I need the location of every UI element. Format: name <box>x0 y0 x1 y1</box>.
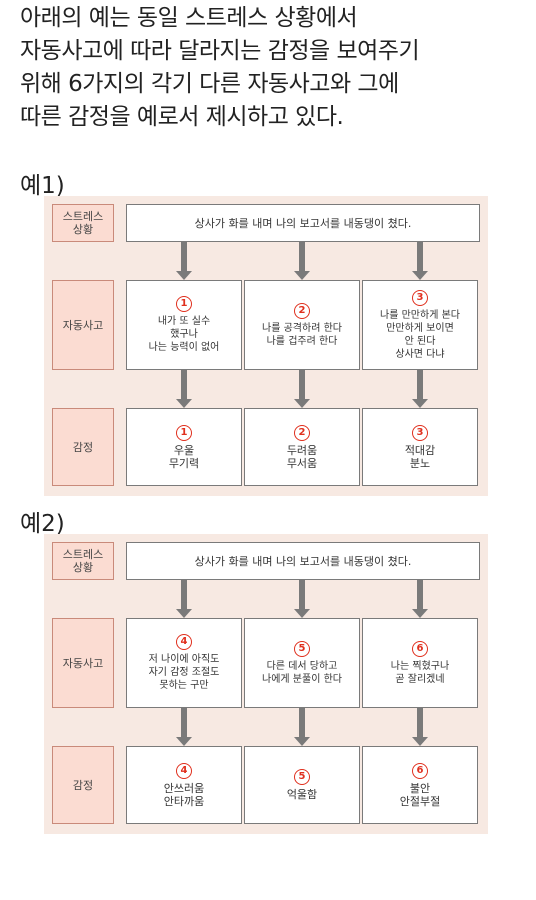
row-label-emotion: 감정 <box>52 746 114 824</box>
row-label-emotion: 감정 <box>52 408 114 486</box>
row-label-line: 상황 <box>72 223 94 236</box>
thought-line: 나에게 분풀이 한다 <box>262 673 342 685</box>
row-label-line: 감정 <box>72 778 94 792</box>
down-arrow-icon <box>176 580 192 618</box>
number-badge: 3 <box>412 289 428 306</box>
example-1-label: 예1) <box>20 173 65 199</box>
down-arrow-icon <box>412 708 428 746</box>
down-arrow-icon <box>176 708 192 746</box>
thought-line: 곧 잘리겠네 <box>395 673 445 685</box>
number-badge: 5 <box>294 640 310 657</box>
down-arrow-icon <box>412 580 428 618</box>
down-arrow-icon <box>294 242 310 280</box>
down-arrow-icon <box>176 370 192 408</box>
thought-line: 나를 만만하게 본다 <box>380 309 460 321</box>
intro-line: 자동사고에 따라 달라지는 감정을 보여주기 <box>20 38 420 64</box>
emotion-box-5: 5 억울함 <box>244 746 360 824</box>
row-label-line: 상황 <box>72 561 94 574</box>
situation-line: 상사가 화를 내며 나의 보고서를 내동댕이 쳤다. <box>194 216 412 230</box>
thought-line: 나는 찍혔구나 <box>390 660 450 672</box>
number-badge: 3 <box>412 424 428 441</box>
down-arrow-icon <box>294 708 310 746</box>
row-label-line: 자동사고 <box>62 656 104 670</box>
down-arrow-icon <box>294 370 310 408</box>
thought-line: 만만하게 보이면 <box>386 322 454 334</box>
emotion-line: 억울함 <box>286 788 318 801</box>
intro-line: 아래의 예는 동일 스트레스 상황에서 <box>20 5 358 31</box>
number-badge: 1 <box>176 424 192 441</box>
number-badge: 2 <box>294 424 310 441</box>
emotion-line: 불안 <box>409 781 431 795</box>
thought-line: 했구나 <box>170 329 198 340</box>
number-badge: 6 <box>412 640 428 657</box>
thought-line: 다른 데서 당하고 <box>266 660 338 672</box>
number-badge: 2 <box>294 302 310 319</box>
intro-line: 따른 감정을 예로서 제시하고 있다. <box>20 104 344 130</box>
intro-paragraph: 아래의 예는 동일 스트레스 상황에서 자동사고에 따라 달라지는 감정을 보여… <box>20 2 530 134</box>
intro-line: 위해 6가지의 각기 다른 자동사고와 그에 <box>20 71 399 97</box>
situation-line: 상사가 화를 내며 나의 보고서를 내동댕이 쳤다. <box>194 554 412 568</box>
emotion-line: 분노 <box>409 456 431 470</box>
row-label-line: 자동사고 <box>62 318 104 332</box>
thought-line: 내가 또 실수 <box>157 316 211 327</box>
number-badge: 1 <box>176 296 192 312</box>
row-label-line: 스트레스 <box>62 548 104 561</box>
thought-line: 안 된다 <box>404 335 436 347</box>
thought-line: 자기 감정 조절도 <box>148 667 220 678</box>
row-label-line: 감정 <box>72 440 94 454</box>
emotion-line: 안타까움 <box>163 794 205 808</box>
row-label-thought: 자동사고 <box>52 280 114 370</box>
number-badge: 6 <box>412 762 428 779</box>
emotion-line: 안쓰러움 <box>163 781 205 795</box>
number-badge: 4 <box>176 762 192 779</box>
down-arrow-icon <box>294 580 310 618</box>
emotion-line: 두려움 <box>286 443 318 457</box>
thought-line: 저 나이에 아직도 <box>148 654 220 665</box>
down-arrow-icon <box>412 242 428 280</box>
number-badge: 5 <box>294 769 310 785</box>
thought-line: 나를 겁주려 한다 <box>266 335 338 347</box>
thought-line: 못하는 구만 <box>159 680 209 691</box>
example-2-label: 예2) <box>20 511 65 537</box>
thought-line: 나를 공격하려 한다 <box>262 322 342 334</box>
number-badge: 4 <box>176 634 192 650</box>
down-arrow-icon <box>412 370 428 408</box>
row-label-thought: 자동사고 <box>52 618 114 708</box>
thought-line: 나는 능력이 없어 <box>148 342 220 353</box>
situation-box: 상사가 화를 내며 나의 보고서를 내동댕이 쳤다. <box>126 204 480 242</box>
emotion-line: 무기력 <box>168 456 200 470</box>
thought-line: 상사면 다냐 <box>395 348 445 360</box>
emotion-line: 적대감 <box>404 443 436 457</box>
emotion-line: 우울 <box>173 443 195 457</box>
emotion-line: 무서움 <box>286 456 318 470</box>
situation-box: 상사가 화를 내며 나의 보고서를 내동댕이 쳤다. <box>126 542 480 580</box>
emotion-line: 안절부절 <box>399 794 441 808</box>
down-arrow-icon <box>176 242 192 280</box>
row-label-line: 스트레스 <box>62 210 104 223</box>
